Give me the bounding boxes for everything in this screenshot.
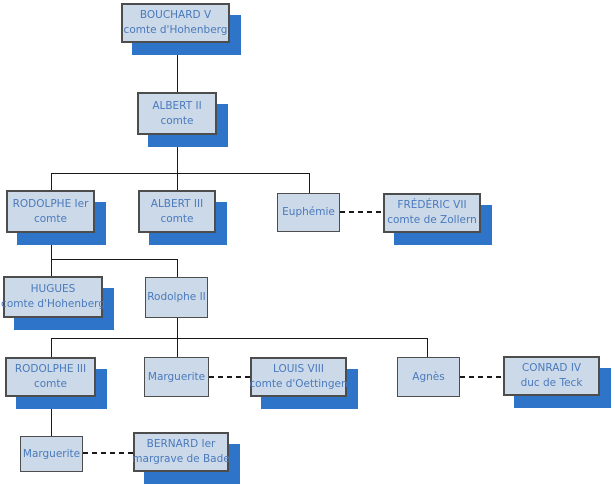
connector-line — [51, 173, 52, 190]
connector-line — [51, 338, 52, 357]
person-title: comte de Zollern — [387, 214, 477, 226]
connector-line — [177, 135, 178, 173]
person-title: comte d'Hohenberg — [123, 24, 228, 36]
connector-line — [177, 338, 178, 357]
node-rodolphe-ii[interactable]: Rodolphe II — [145, 277, 208, 318]
node-louis-viii[interactable]: LOUIS VIII comte d'Oettingen — [249, 357, 348, 397]
person-name: FRÉDÉRIC VII — [397, 199, 467, 211]
person-title: comte — [160, 212, 194, 225]
person-title: comte d'Oettingen — [249, 378, 348, 390]
connector-line — [51, 397, 52, 436]
person-name: RODOLPHE Ier — [12, 197, 89, 210]
person-title: duc de Teck — [520, 377, 583, 389]
connector-line — [51, 173, 310, 174]
node-marguerite-2[interactable]: Marguerite — [20, 436, 83, 472]
connector-line — [51, 338, 427, 339]
connector-line — [427, 338, 428, 357]
node-euphemie[interactable]: Euphémie — [277, 193, 340, 232]
connector-line — [177, 43, 178, 92]
node-rodolphe-iii[interactable]: RODOLPHE III comte — [5, 357, 96, 397]
marriage-dash-line — [209, 376, 250, 378]
node-albert-iii[interactable]: ALBERT III comte — [138, 190, 216, 233]
person-name: CONRAD IV — [521, 362, 582, 374]
connector-line — [51, 233, 52, 259]
person-name: RODOLPHE III — [14, 363, 87, 375]
person-name: Agnès — [412, 370, 445, 383]
person-name: LOUIS VIII — [273, 363, 324, 375]
person-title: comte d'Hohenberg — [1, 298, 105, 310]
person-name: HUGUES — [30, 283, 76, 295]
node-hugues[interactable]: HUGUES comte d'Hohenberg — [1, 276, 105, 318]
node-bernard-ier[interactable]: BERNARD Ier margrave de Bade — [132, 432, 230, 472]
node-bouchard-v[interactable]: BOUCHARD V comte d'Hohenberg — [121, 3, 230, 43]
person-name: Rodolphe II — [147, 291, 206, 303]
node-marguerite-1[interactable]: Marguerite — [144, 357, 209, 397]
connector-line — [51, 259, 52, 276]
person-name: Marguerite — [147, 370, 206, 383]
marriage-dash-line — [83, 452, 133, 454]
person-name: BOUCHARD V — [139, 9, 212, 21]
connector-line — [177, 173, 178, 190]
connector-line — [309, 173, 310, 193]
node-agnes[interactable]: Agnès — [397, 357, 460, 397]
person-title: margrave de Bade — [132, 453, 230, 465]
person-title: comte — [33, 212, 67, 225]
node-conrad-iv[interactable]: CONRAD IV duc de Teck — [503, 356, 600, 396]
connector-line — [177, 318, 178, 338]
person-name: Marguerite — [22, 447, 81, 460]
marriage-dash-line — [340, 211, 383, 213]
person-name: BERNARD Ier — [146, 438, 216, 450]
node-rodolphe-ier[interactable]: RODOLPHE Ier comte — [6, 190, 95, 233]
node-albert-ii[interactable]: ALBERT II comte — [137, 92, 217, 135]
person-name: Euphémie — [282, 206, 335, 218]
connector-line — [51, 259, 177, 260]
connector-line — [177, 259, 178, 277]
marriage-dash-line — [460, 376, 503, 378]
person-name: ALBERT II — [152, 99, 202, 112]
person-title: comte — [33, 378, 67, 390]
node-frederic-vii[interactable]: FRÉDÉRIC VII comte de Zollern — [383, 193, 481, 233]
person-title: comte — [160, 114, 194, 127]
person-name: ALBERT III — [150, 197, 204, 210]
